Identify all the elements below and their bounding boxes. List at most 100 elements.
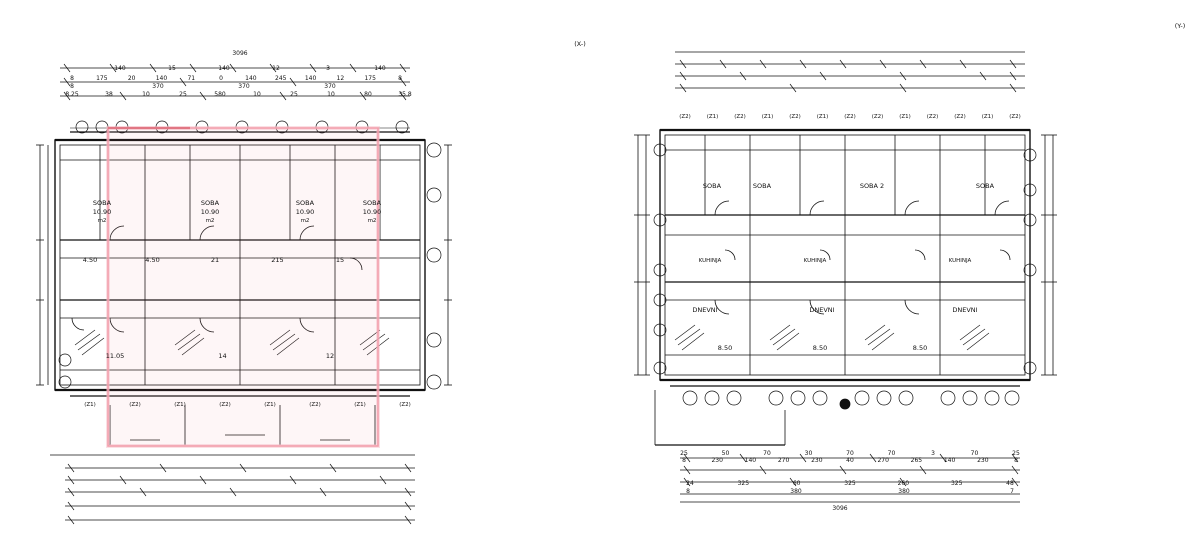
selection-highlight[interactable] (107, 127, 379, 447)
dimension-label: 12 (272, 65, 280, 72)
dimension-label: 8.25 (65, 91, 79, 98)
axis-mark: (X-) (574, 40, 586, 48)
dimension-label: 8 (398, 75, 402, 82)
dimension-label: 10 (253, 91, 261, 98)
dimension-label: 8 (686, 488, 690, 495)
room-dimension: 4.50 (83, 256, 97, 264)
dimension-label: 140 (218, 65, 230, 72)
dimension-label: 40 (846, 457, 854, 464)
grid-tag: (Z2) (789, 114, 801, 120)
dimension-label: 140 (114, 65, 126, 72)
dimension-label: 50 (722, 450, 730, 457)
dimension-label: 8 (70, 75, 74, 82)
room-name: SOBA (753, 182, 772, 190)
room-name: SOBA (93, 199, 112, 207)
overall-dimension: 3096 (232, 50, 247, 57)
dimension-label: 10 (142, 91, 150, 98)
room-area: 8.50 (913, 344, 927, 352)
grid-tag: (Z2) (844, 114, 856, 120)
dimension-label: 380 (898, 488, 910, 495)
dimension-label: 80 (364, 91, 372, 98)
room-dimension: 215 (271, 256, 283, 264)
dim-ticks-top (63, 63, 407, 101)
dimension-label: 48 (1006, 480, 1014, 487)
grid-tag: (Z2) (1009, 114, 1021, 120)
grid-tag: (Z1) (817, 114, 829, 120)
dimension-label: 325 (951, 480, 963, 487)
room-name: SOBA (296, 199, 315, 207)
dimension-label: 0 (219, 75, 223, 82)
dimension-label: 70 (971, 450, 979, 457)
room-area: 8.50 (813, 344, 827, 352)
grid-tag: (Z1) (354, 402, 366, 408)
room-area: 10.90 (201, 208, 220, 216)
grid-tag: (Z2) (927, 114, 939, 120)
room-name: SOBA 2 (860, 182, 884, 190)
grid-tag: (Z1) (982, 114, 994, 120)
dimension-label: 3 (326, 65, 330, 72)
dimension-label: 20 (128, 75, 136, 82)
room-area: 8.50 (718, 344, 732, 352)
room-unit: m2 (368, 218, 377, 224)
dimension-label: 8 (70, 83, 74, 90)
room-name: SOBA (201, 199, 220, 207)
grid-tag: (Z2) (309, 402, 321, 408)
dimension-label: 370 (238, 83, 250, 90)
dimension-label: 270 (778, 457, 790, 464)
grid-bubbles-right (653, 143, 1037, 406)
grid-tag: (Z1) (174, 402, 186, 408)
dimension-label: 140 (745, 457, 757, 464)
room-name: SOBA (703, 182, 722, 190)
dimension-label: 25 (179, 91, 187, 98)
dimension-label: 325 (738, 480, 750, 487)
overall-dimension: 3096 (832, 505, 847, 512)
dimension-label: 140 (156, 75, 168, 82)
room-name: SOBA (976, 182, 995, 190)
dimension-label: 380 (790, 488, 802, 495)
room-area: 14 (218, 352, 226, 360)
dimension-label: 12 (337, 75, 345, 82)
room-area: 12 (326, 352, 334, 360)
dimension-label: 38 (105, 91, 113, 98)
room-name: DNEVNI (809, 306, 834, 314)
grid-tag: (Z2) (679, 114, 691, 120)
dimension-label: 3 (931, 450, 935, 457)
dimension-label: 25 (1012, 450, 1020, 457)
grid-tag: (Z1) (762, 114, 774, 120)
dimension-label: 370 (324, 83, 336, 90)
room-dimension: 21 (211, 256, 219, 264)
room-dimension: 4.50 (145, 256, 159, 264)
room-name: SOBA (363, 199, 382, 207)
left-floor-plan (36, 63, 452, 525)
grid-tag: (Z2) (129, 402, 141, 408)
room-area: 10.90 (93, 208, 112, 216)
room-unit: m2 (206, 218, 215, 224)
room-name: KUHINJA (949, 258, 972, 264)
room-name: DNEVNI (952, 306, 977, 314)
grid-bubbles-left (58, 120, 442, 390)
dimension-label: 270 (877, 457, 889, 464)
dimension-label: 70 (763, 450, 771, 457)
room-area: 10.90 (363, 208, 382, 216)
dimension-label: 10 (327, 91, 335, 98)
dimension-label: 245 (275, 75, 287, 82)
room-unit: m2 (98, 218, 107, 224)
dimension-label: 265 (911, 457, 923, 464)
dimension-label: 175 (364, 75, 376, 82)
dimension-label: 325 (844, 480, 856, 487)
room-name: KUHINJA (699, 258, 722, 264)
room-unit: m2 (301, 218, 310, 224)
dimension-label: 70 (888, 450, 896, 457)
grid-tag: (Z2) (219, 402, 231, 408)
dimension-label: 71 (187, 75, 195, 82)
dimension-label: 25 (290, 91, 298, 98)
room-dimension: 15 (336, 256, 344, 264)
dimension-label: 140 (374, 65, 386, 72)
dimension-label: 70 (846, 450, 854, 457)
dimension-label: 230 (711, 457, 723, 464)
dimension-label: 260 (898, 480, 910, 487)
room-area: 10.90 (296, 208, 315, 216)
